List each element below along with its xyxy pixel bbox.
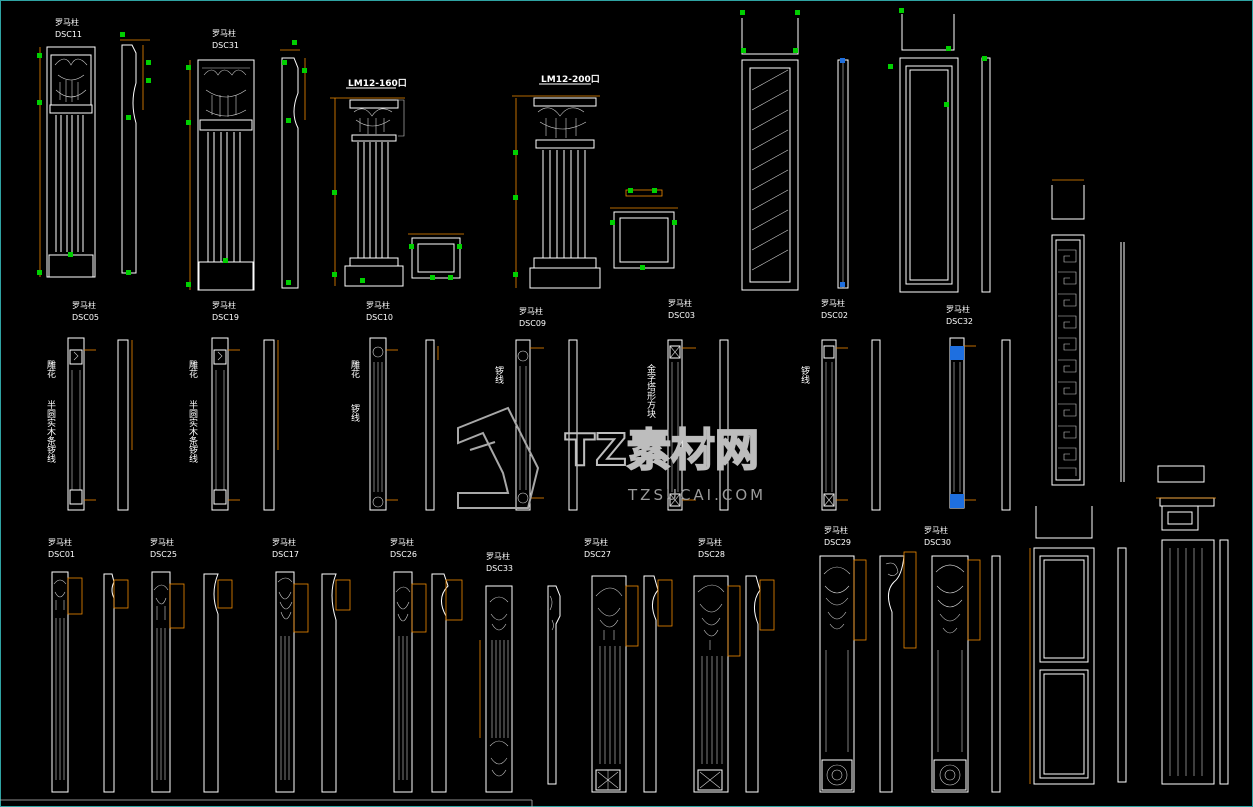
column-code-label: DSC09: [519, 319, 546, 328]
column-dsc17-front-view[interactable]: [275, 571, 309, 793]
column-lm12-160-elevation[interactable]: [330, 97, 405, 287]
column-dsc28-side-view[interactable]: [745, 575, 775, 793]
column-dsc10-side-view[interactable]: [425, 339, 439, 511]
column-code-label: DSC17: [272, 550, 299, 559]
column-dsc27-front-view[interactable]: [591, 575, 639, 793]
column-dsc27-side-view[interactable]: [643, 575, 673, 793]
column-dsc11-front-view[interactable]: [37, 46, 96, 278]
column-name-label: 罗马柱: [946, 304, 970, 314]
annotation-groove: 锣线: [349, 403, 360, 422]
column-dsc31-side-view[interactable]: [280, 40, 307, 289]
raised-panel-side-profile[interactable]: [981, 56, 991, 293]
column-lm12-160-plan-view[interactable]: [408, 233, 464, 280]
column-dsc32-side-view[interactable]: [1001, 339, 1011, 511]
greek-key-fret-column[interactable]: [1051, 179, 1125, 486]
column-dsc17-side-view[interactable]: [321, 573, 351, 793]
column-dsc09-side-view[interactable]: [568, 339, 578, 511]
column-code-label: DSC28: [698, 550, 725, 559]
column-code-label: DSC27: [584, 550, 611, 559]
column-name-label: 罗马柱: [486, 551, 510, 561]
column-code-label: DSC33: [486, 564, 513, 573]
annotation-groove: 锣线: [493, 365, 504, 384]
column-code-label: DSC05: [72, 313, 99, 322]
column-code-label: DSC03: [668, 311, 695, 320]
column-dsc02-side-view[interactable]: [871, 339, 881, 511]
column-dsc10-front-view[interactable]: [369, 337, 398, 511]
column-name-label: 罗马柱: [272, 537, 296, 547]
column-dsc25-front-view[interactable]: [151, 571, 185, 793]
column-code-label: DSC29: [824, 538, 851, 547]
column-dsc33-side-view[interactable]: [547, 585, 561, 785]
watermark-brand: TZ素材网: [565, 425, 759, 476]
annotation-half-round: 半圆实木条锣线: [187, 399, 198, 463]
annotation-carve: 雕花: [187, 359, 198, 379]
column-lm12-200-elevation[interactable]: [512, 95, 601, 289]
column-name-label: 罗马柱: [584, 537, 608, 547]
column-dsc05-side-view[interactable]: [117, 339, 133, 511]
annotation-gold-pyramid: 金字塔形方块: [645, 363, 656, 419]
column-name-label: 罗马柱: [150, 537, 174, 547]
annotation-half-round: 半圆实木条锣线: [45, 399, 56, 463]
model-tag: LM12-160口: [348, 78, 407, 89]
column-dsc03-front-view[interactable]: [667, 339, 696, 511]
column-name-label: 罗马柱: [366, 300, 390, 310]
column-dsc01-side-view[interactable]: [103, 573, 129, 793]
column-code-label: DSC25: [150, 550, 177, 559]
column-code-label: DSC11: [55, 30, 82, 39]
column-dsc02-front-view[interactable]: [821, 339, 848, 511]
column-dsc26-front-view[interactable]: [393, 571, 427, 793]
column-dsc28-front-view[interactable]: [693, 575, 741, 793]
column-name-label: 罗马柱: [212, 28, 236, 38]
column-dsc09-front-view[interactable]: [515, 339, 544, 511]
annotation-groove: 锣线: [799, 365, 810, 384]
column-code-label: DSC26: [390, 550, 417, 559]
column-name-label: 罗马柱: [821, 298, 845, 308]
column-dsc26-side-view[interactable]: [431, 573, 463, 793]
panel-side-profile[interactable]: [837, 58, 849, 289]
annotation-carve: 雕花: [45, 359, 56, 379]
hatched-glass-panel[interactable]: [740, 10, 800, 291]
column-dsc29-side-view[interactable]: [879, 551, 917, 793]
column-code-label: DSC19: [212, 313, 239, 322]
column-dsc11-side-view[interactable]: [120, 32, 151, 275]
column-name-label: 罗马柱: [55, 17, 79, 27]
column-dsc30-side-view[interactable]: [991, 555, 1001, 793]
column-code-label: DSC10: [366, 313, 393, 322]
column-dsc25-side-view[interactable]: [203, 573, 233, 793]
column-name-label: 罗马柱: [668, 298, 692, 308]
column-name-label: 罗马柱: [698, 537, 722, 547]
column-code-label: DSC31: [212, 41, 239, 50]
column-dsc32-front-view[interactable]: [949, 337, 976, 509]
watermark-logo: [457, 406, 540, 509]
column-dsc29-front-view[interactable]: [819, 555, 867, 793]
column-name-label: 罗马柱: [924, 525, 948, 535]
column-dsc19-side-view[interactable]: [263, 339, 279, 511]
double-panel-door[interactable]: [1029, 506, 1127, 785]
column-name-label: 罗马柱: [48, 537, 72, 547]
watermark-url: TZSUCAI.COM: [627, 486, 766, 504]
column-dsc19-front-view[interactable]: [211, 337, 240, 511]
column-code-label: DSC02: [821, 311, 848, 320]
column-name-label: 罗马柱: [390, 537, 414, 547]
column-dsc03-side-view[interactable]: [719, 339, 729, 511]
column-dsc01-front-view[interactable]: [51, 571, 83, 793]
column-name-label: 罗马柱: [824, 525, 848, 535]
column-name-label: 罗马柱: [72, 300, 96, 310]
column-code-label: DSC30: [924, 538, 951, 547]
column-name-label: 罗马柱: [519, 306, 543, 316]
annotation-carve: 雕花: [349, 359, 360, 379]
column-code-label: DSC32: [946, 317, 973, 326]
column-dsc30-front-view[interactable]: [931, 555, 981, 793]
column-dsc05-front-view[interactable]: [67, 337, 96, 511]
model-tag: LM12-200口: [541, 74, 600, 85]
square-pedestal-column[interactable]: [1156, 465, 1229, 785]
column-lm12-200-plan-view[interactable]: [610, 188, 678, 270]
column-name-label: 罗马柱: [212, 300, 236, 310]
raised-door-panel[interactable]: [888, 8, 959, 293]
column-code-label: DSC01: [48, 550, 75, 559]
column-dsc33-front-view[interactable]: [479, 585, 513, 793]
column-dsc31-front-view[interactable]: [186, 59, 255, 291]
